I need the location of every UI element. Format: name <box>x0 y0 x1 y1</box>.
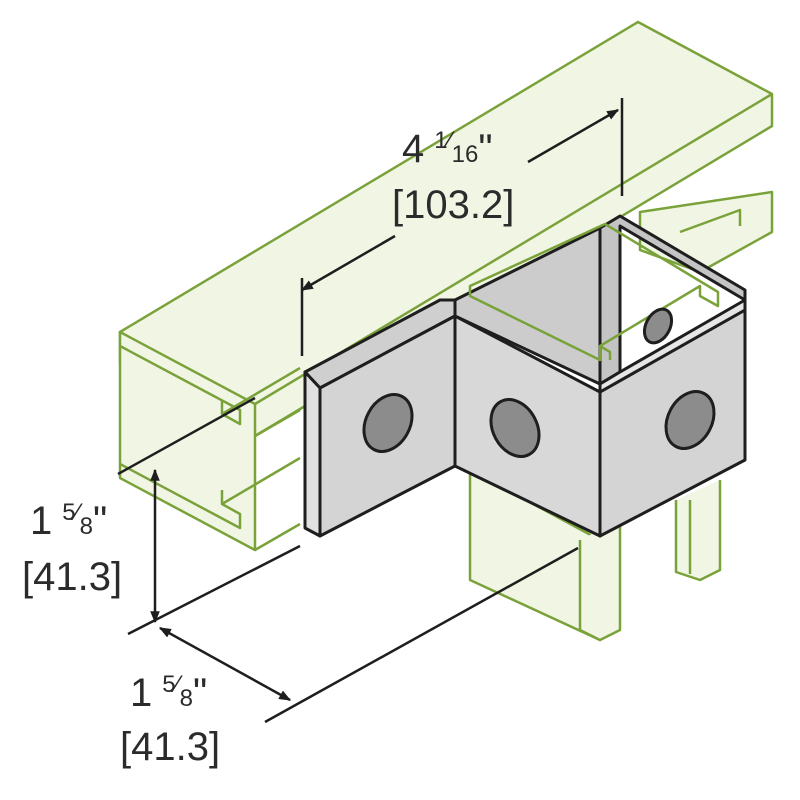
dim-length-arrow-left <box>300 234 396 292</box>
bracket-top-rim <box>598 298 747 394</box>
ext-line-depth-right <box>264 546 579 724</box>
hole-inner <box>642 307 674 345</box>
hole-middle <box>489 398 541 458</box>
vertical-channel-leg-1 <box>578 520 622 642</box>
dimension-lines <box>117 98 624 724</box>
channel-far-lip <box>679 208 742 234</box>
hole-left <box>362 393 414 453</box>
bracket-holes <box>362 307 716 458</box>
hole-right <box>664 390 716 450</box>
channel-far-end <box>638 190 774 274</box>
ext-line-height-top <box>117 396 256 476</box>
channel-lip-upper <box>119 344 242 426</box>
channel-lip-lower <box>119 462 242 530</box>
channel-edge-2 <box>254 408 301 438</box>
channel-edge-4 <box>221 366 301 416</box>
channel-edge-5 <box>221 456 301 506</box>
vertical-channel <box>468 468 722 642</box>
bracket-left-tab <box>303 370 322 538</box>
dim-depth-metric: [41.3] <box>120 725 220 769</box>
svg-text:15⁄8": 15⁄8" <box>130 671 207 715</box>
svg-text:15⁄8": 15⁄8" <box>30 499 107 543</box>
dim-depth-arrow <box>158 626 292 702</box>
dim-length-metric: [103.2] <box>392 183 514 227</box>
dim-height-metric: [41.3] <box>22 555 122 599</box>
dim-length-arrow-right <box>527 108 620 164</box>
channel-edge-3 <box>254 522 301 552</box>
vertical-channel-leg-2 <box>674 480 722 582</box>
channel-inside-bracket <box>468 222 720 362</box>
